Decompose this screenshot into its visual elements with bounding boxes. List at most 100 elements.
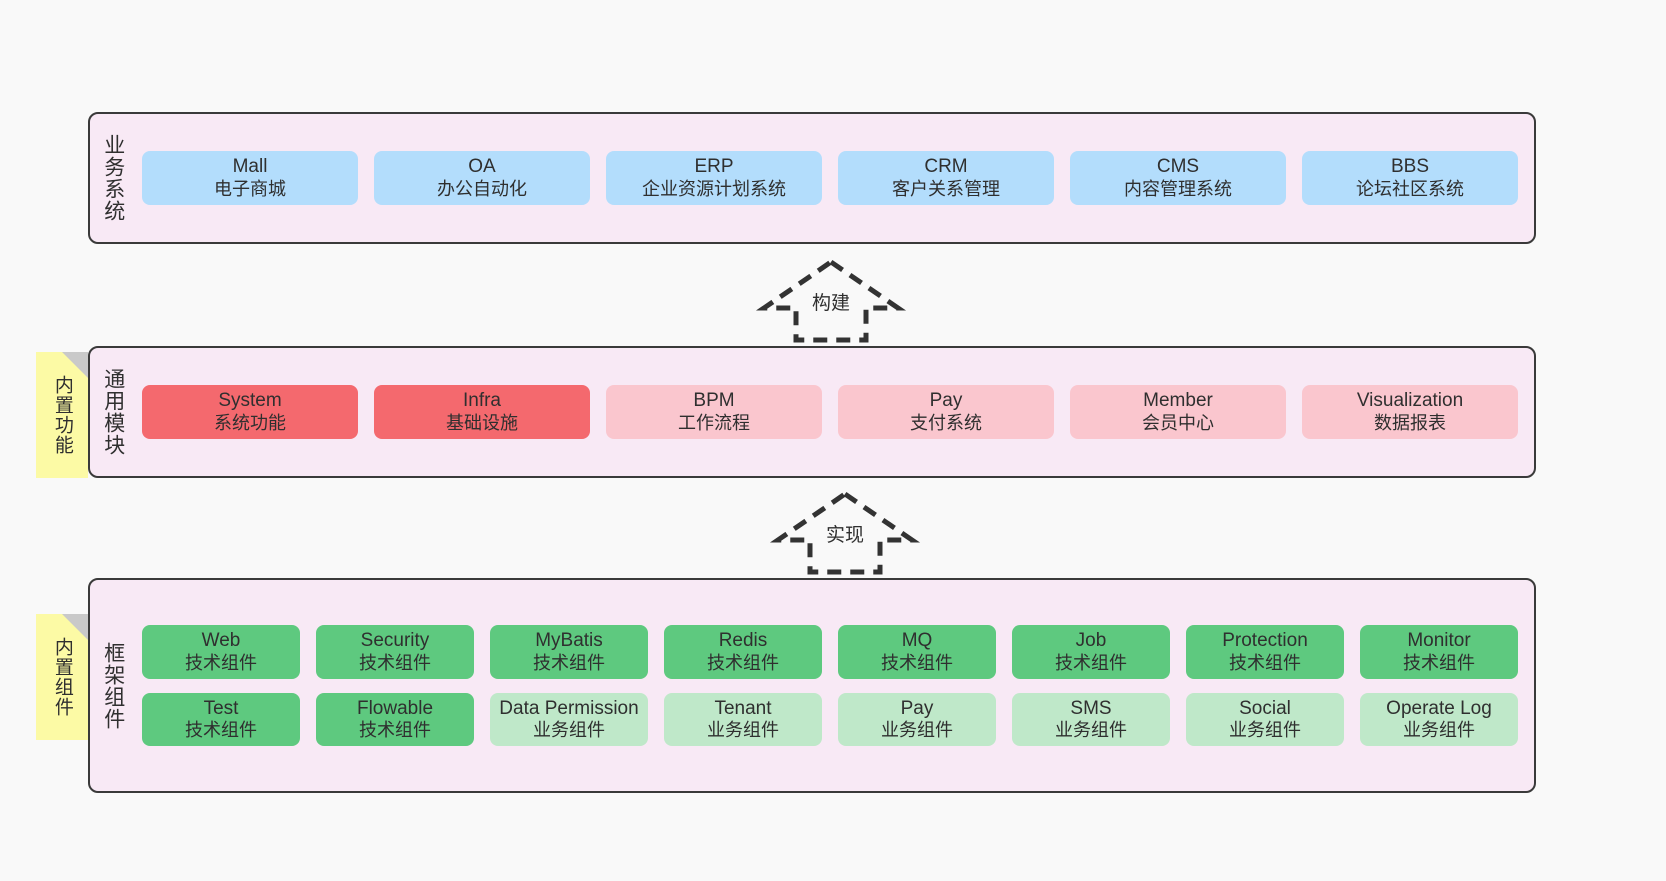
card-tenant[interactable]: Tenant 业务组件 xyxy=(664,692,822,746)
card-subtitle: 业务组件 xyxy=(707,719,779,740)
card-title: Protection xyxy=(1222,630,1308,652)
card-mq[interactable]: MQ 技术组件 xyxy=(838,625,996,679)
card-mybatis[interactable]: MyBatis 技术组件 xyxy=(490,625,648,679)
card-title: Redis xyxy=(718,630,768,652)
card-oa[interactable]: OA 办公自动化 xyxy=(374,151,590,205)
layer-body-business-system: Mall 电子商城 OA 办公自动化 ERP 企业资源计划系统 CRM 客户关系… xyxy=(136,114,1534,242)
card-operate-log[interactable]: Operate Log 业务组件 xyxy=(1360,692,1518,746)
card-subtitle: 技术组件 xyxy=(881,652,953,673)
layer-business-system: 业务系统 Mall 电子商城 OA 办公自动化 ERP 企业资源计划系统 CRM… xyxy=(88,112,1536,244)
card-title: MyBatis xyxy=(535,630,603,652)
card-redis[interactable]: Redis 技术组件 xyxy=(664,625,822,679)
card-title: Social xyxy=(1239,697,1291,719)
card-title: SMS xyxy=(1070,697,1112,719)
card-row: System 系统功能 Infra 基础设施 BPM 工作流程 Pay 支付系统… xyxy=(142,385,1518,439)
card-mall[interactable]: Mall 电子商城 xyxy=(142,151,358,205)
layer-common-modules: 通用模块 System 系统功能 Infra 基础设施 BPM 工作流程 Pay… xyxy=(88,346,1536,478)
connector-label-implement: 实现 xyxy=(825,525,865,546)
card-subtitle: 技术组件 xyxy=(1055,652,1127,673)
page-fold-icon xyxy=(62,352,88,378)
card-test[interactable]: Test 技术组件 xyxy=(142,692,300,746)
card-title: Member xyxy=(1143,390,1213,412)
card-security[interactable]: Security 技术组件 xyxy=(316,625,474,679)
card-data-permission[interactable]: Data Permission 业务组件 xyxy=(490,692,648,746)
card-subtitle: 工作流程 xyxy=(678,412,750,433)
page-fold-icon xyxy=(62,614,88,640)
card-title: ERP xyxy=(694,156,734,178)
card-subtitle: 客户关系管理 xyxy=(892,178,1000,199)
card-subtitle: 电子商城 xyxy=(214,178,286,199)
layer-body-framework-components: Web 技术组件 Security 技术组件 MyBatis 技术组件 Redi… xyxy=(136,580,1534,791)
card-subtitle: 技术组件 xyxy=(185,652,257,673)
card-subtitle: 技术组件 xyxy=(359,652,431,673)
card-member[interactable]: Member 会员中心 xyxy=(1070,385,1286,439)
card-subtitle: 会员中心 xyxy=(1142,412,1214,433)
card-title: BBS xyxy=(1390,156,1430,178)
connector-label-build: 构建 xyxy=(811,293,851,314)
layer-body-common-modules: System 系统功能 Infra 基础设施 BPM 工作流程 Pay 支付系统… xyxy=(136,348,1534,476)
card-cms[interactable]: CMS 内容管理系统 xyxy=(1070,151,1286,205)
card-title: CRM xyxy=(924,156,968,178)
card-bbs[interactable]: BBS 论坛社区系统 xyxy=(1302,151,1518,205)
card-subtitle: 论坛社区系统 xyxy=(1356,178,1464,199)
card-web[interactable]: Web 技术组件 xyxy=(142,625,300,679)
layer-title-business-system: 业务系统 xyxy=(101,134,125,222)
card-pay-business[interactable]: Pay 业务组件 xyxy=(838,692,996,746)
layer-title-common-modules: 通用模块 xyxy=(101,368,125,456)
card-title: Monitor xyxy=(1407,630,1471,652)
card-title: Infra xyxy=(462,390,502,412)
card-title: Visualization xyxy=(1356,390,1464,412)
card-subtitle: 系统功能 xyxy=(214,412,286,433)
card-title: OA xyxy=(468,156,496,178)
card-title: Pay xyxy=(900,697,934,719)
card-monitor[interactable]: Monitor 技术组件 xyxy=(1360,625,1518,679)
card-flowable[interactable]: Flowable 技术组件 xyxy=(316,692,474,746)
card-pay[interactable]: Pay 支付系统 xyxy=(838,385,1054,439)
card-system[interactable]: System 系统功能 xyxy=(142,385,358,439)
sticky-note-label: 内置组件 xyxy=(51,637,73,717)
card-job[interactable]: Job 技术组件 xyxy=(1012,625,1170,679)
card-title: Operate Log xyxy=(1386,697,1492,719)
card-subtitle: 业务组件 xyxy=(881,719,953,740)
card-subtitle: 支付系统 xyxy=(910,412,982,433)
layer-title-framework-components: 框架组件 xyxy=(101,641,125,730)
card-infra[interactable]: Infra 基础设施 xyxy=(374,385,590,439)
layer-framework-components: 框架组件 Web 技术组件 Security 技术组件 MyBatis 技术组件… xyxy=(88,578,1536,793)
card-social[interactable]: Social 业务组件 xyxy=(1186,692,1344,746)
sticky-note-builtin-components: 内置组件 xyxy=(36,614,88,740)
card-subtitle: 企业资源计划系统 xyxy=(642,178,786,199)
card-row: Test 技术组件 Flowable 技术组件 Data Permission … xyxy=(142,692,1518,746)
connector-build: 构建 xyxy=(755,258,907,343)
card-subtitle: 技术组件 xyxy=(359,719,431,740)
card-title: Data Permission xyxy=(499,697,639,719)
card-title: MQ xyxy=(901,630,933,652)
card-subtitle: 业务组件 xyxy=(1229,719,1301,740)
card-subtitle: 基础设施 xyxy=(446,412,518,433)
card-sms[interactable]: SMS 业务组件 xyxy=(1012,692,1170,746)
card-title: Tenant xyxy=(714,697,772,719)
card-title: System xyxy=(218,390,282,412)
card-erp[interactable]: ERP 企业资源计划系统 xyxy=(606,151,822,205)
card-bpm[interactable]: BPM 工作流程 xyxy=(606,385,822,439)
card-title: Mall xyxy=(232,156,268,178)
card-subtitle: 业务组件 xyxy=(533,719,605,740)
card-title: Pay xyxy=(929,390,963,412)
card-subtitle: 技术组件 xyxy=(707,652,779,673)
card-title: Test xyxy=(203,697,239,719)
card-title: CMS xyxy=(1156,156,1200,178)
card-title: Job xyxy=(1075,630,1107,652)
card-visualization[interactable]: Visualization 数据报表 xyxy=(1302,385,1518,439)
sticky-note-builtin-features: 内置功能 xyxy=(36,352,88,478)
card-subtitle: 办公自动化 xyxy=(437,178,527,199)
card-title: Security xyxy=(360,630,430,652)
card-row: Web 技术组件 Security 技术组件 MyBatis 技术组件 Redi… xyxy=(142,625,1518,679)
card-subtitle: 内容管理系统 xyxy=(1124,178,1232,199)
card-title: Flowable xyxy=(356,697,434,719)
card-crm[interactable]: CRM 客户关系管理 xyxy=(838,151,1054,205)
card-subtitle: 技术组件 xyxy=(1403,652,1475,673)
card-subtitle: 技术组件 xyxy=(533,652,605,673)
card-protection[interactable]: Protection 技术组件 xyxy=(1186,625,1344,679)
card-subtitle: 业务组件 xyxy=(1055,719,1127,740)
card-subtitle: 技术组件 xyxy=(1229,652,1301,673)
